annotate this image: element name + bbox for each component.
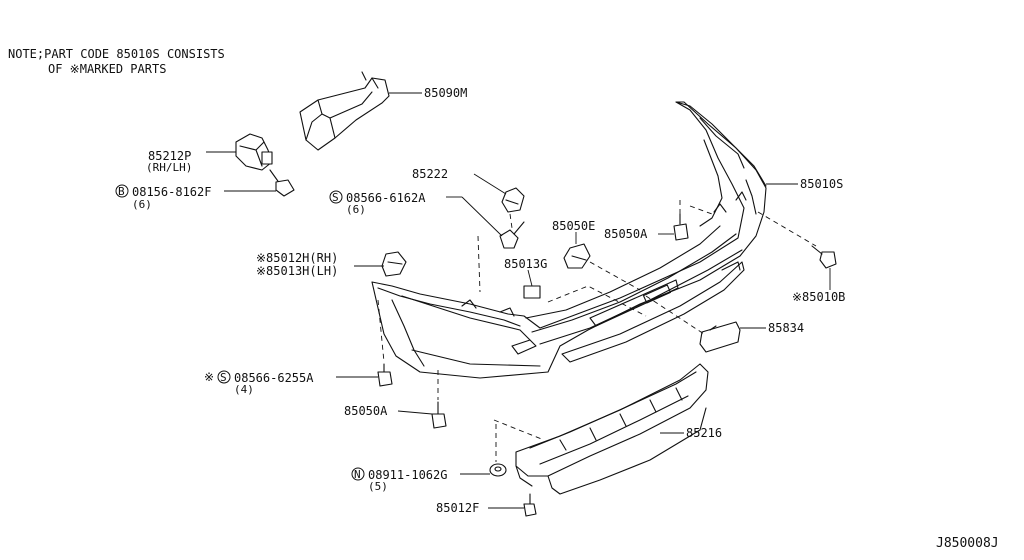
prefix-s-1: S: [332, 191, 339, 204]
label-08566-6162a-qty: (6): [346, 203, 366, 216]
prefix-n: N: [354, 468, 361, 481]
label-08566-6255a-qty: (4): [234, 383, 254, 396]
bolt-08156[interactable]: [269, 169, 295, 197]
clip-85050a-bottom[interactable]: [431, 401, 447, 429]
label-85834: 85834: [768, 321, 804, 335]
label-85050a-bottom: 85050A: [344, 404, 388, 418]
prefix-b: B: [118, 185, 125, 198]
label-85012f: 85012F: [436, 501, 479, 515]
label-85012h: ※85012H(RH): [256, 251, 338, 265]
screw-85010b[interactable]: [811, 245, 837, 269]
bracket-85090m[interactable]: [299, 71, 390, 151]
screw-08566-6255a[interactable]: [377, 363, 393, 387]
label-08156-qty: (6): [132, 198, 152, 211]
label-85212p-sub: (RH/LH): [146, 161, 192, 174]
diagram-id: J850008J: [936, 536, 999, 551]
pad-85013g[interactable]: [523, 285, 541, 299]
bracket-85050e[interactable]: [563, 243, 591, 269]
reflector-85834[interactable]: [699, 321, 741, 353]
prefix-s-2: S: [220, 371, 227, 384]
label-85216: 85216: [686, 426, 722, 440]
note-line-2: OF ※MARKED PARTS: [48, 62, 166, 76]
screw-08566-6162a[interactable]: [499, 221, 525, 249]
bumper-fascia-85010s[interactable]: [371, 101, 767, 379]
clip-85050a-top[interactable]: [673, 213, 689, 241]
clip-85222[interactable]: [501, 187, 525, 213]
label-85050a-top: 85050A: [604, 227, 648, 241]
label-85090m: 85090M: [424, 86, 467, 100]
label-08911-qty: (5): [368, 480, 388, 493]
label-08911: 08911-1062G: [368, 468, 447, 482]
sensor-85212p[interactable]: [235, 133, 273, 171]
nut-08911[interactable]: [489, 463, 507, 477]
label-08566-6255a-star: ※: [204, 370, 214, 384]
undercover-85216[interactable]: [515, 363, 709, 495]
label-85050e: 85050E: [552, 219, 595, 233]
label-08566-6255a: 08566-6255A: [234, 371, 314, 385]
label-85010s: 85010S: [800, 177, 843, 191]
label-85013g: 85013G: [504, 257, 547, 271]
note-line-1: NOTE;PART CODE 85010S CONSISTS: [8, 47, 225, 61]
label-85222: 85222: [412, 167, 448, 181]
label-85010b: ※85010B: [792, 290, 845, 304]
retainer-85012h-85013h[interactable]: [381, 251, 407, 277]
label-85212p: 85212P: [148, 149, 191, 163]
clip-85012f[interactable]: [523, 493, 537, 517]
label-08156: 08156-8162F: [132, 185, 211, 199]
label-85013h: ※85013H(LH): [256, 264, 338, 278]
label-08566-6162a: 08566-6162A: [346, 191, 426, 205]
